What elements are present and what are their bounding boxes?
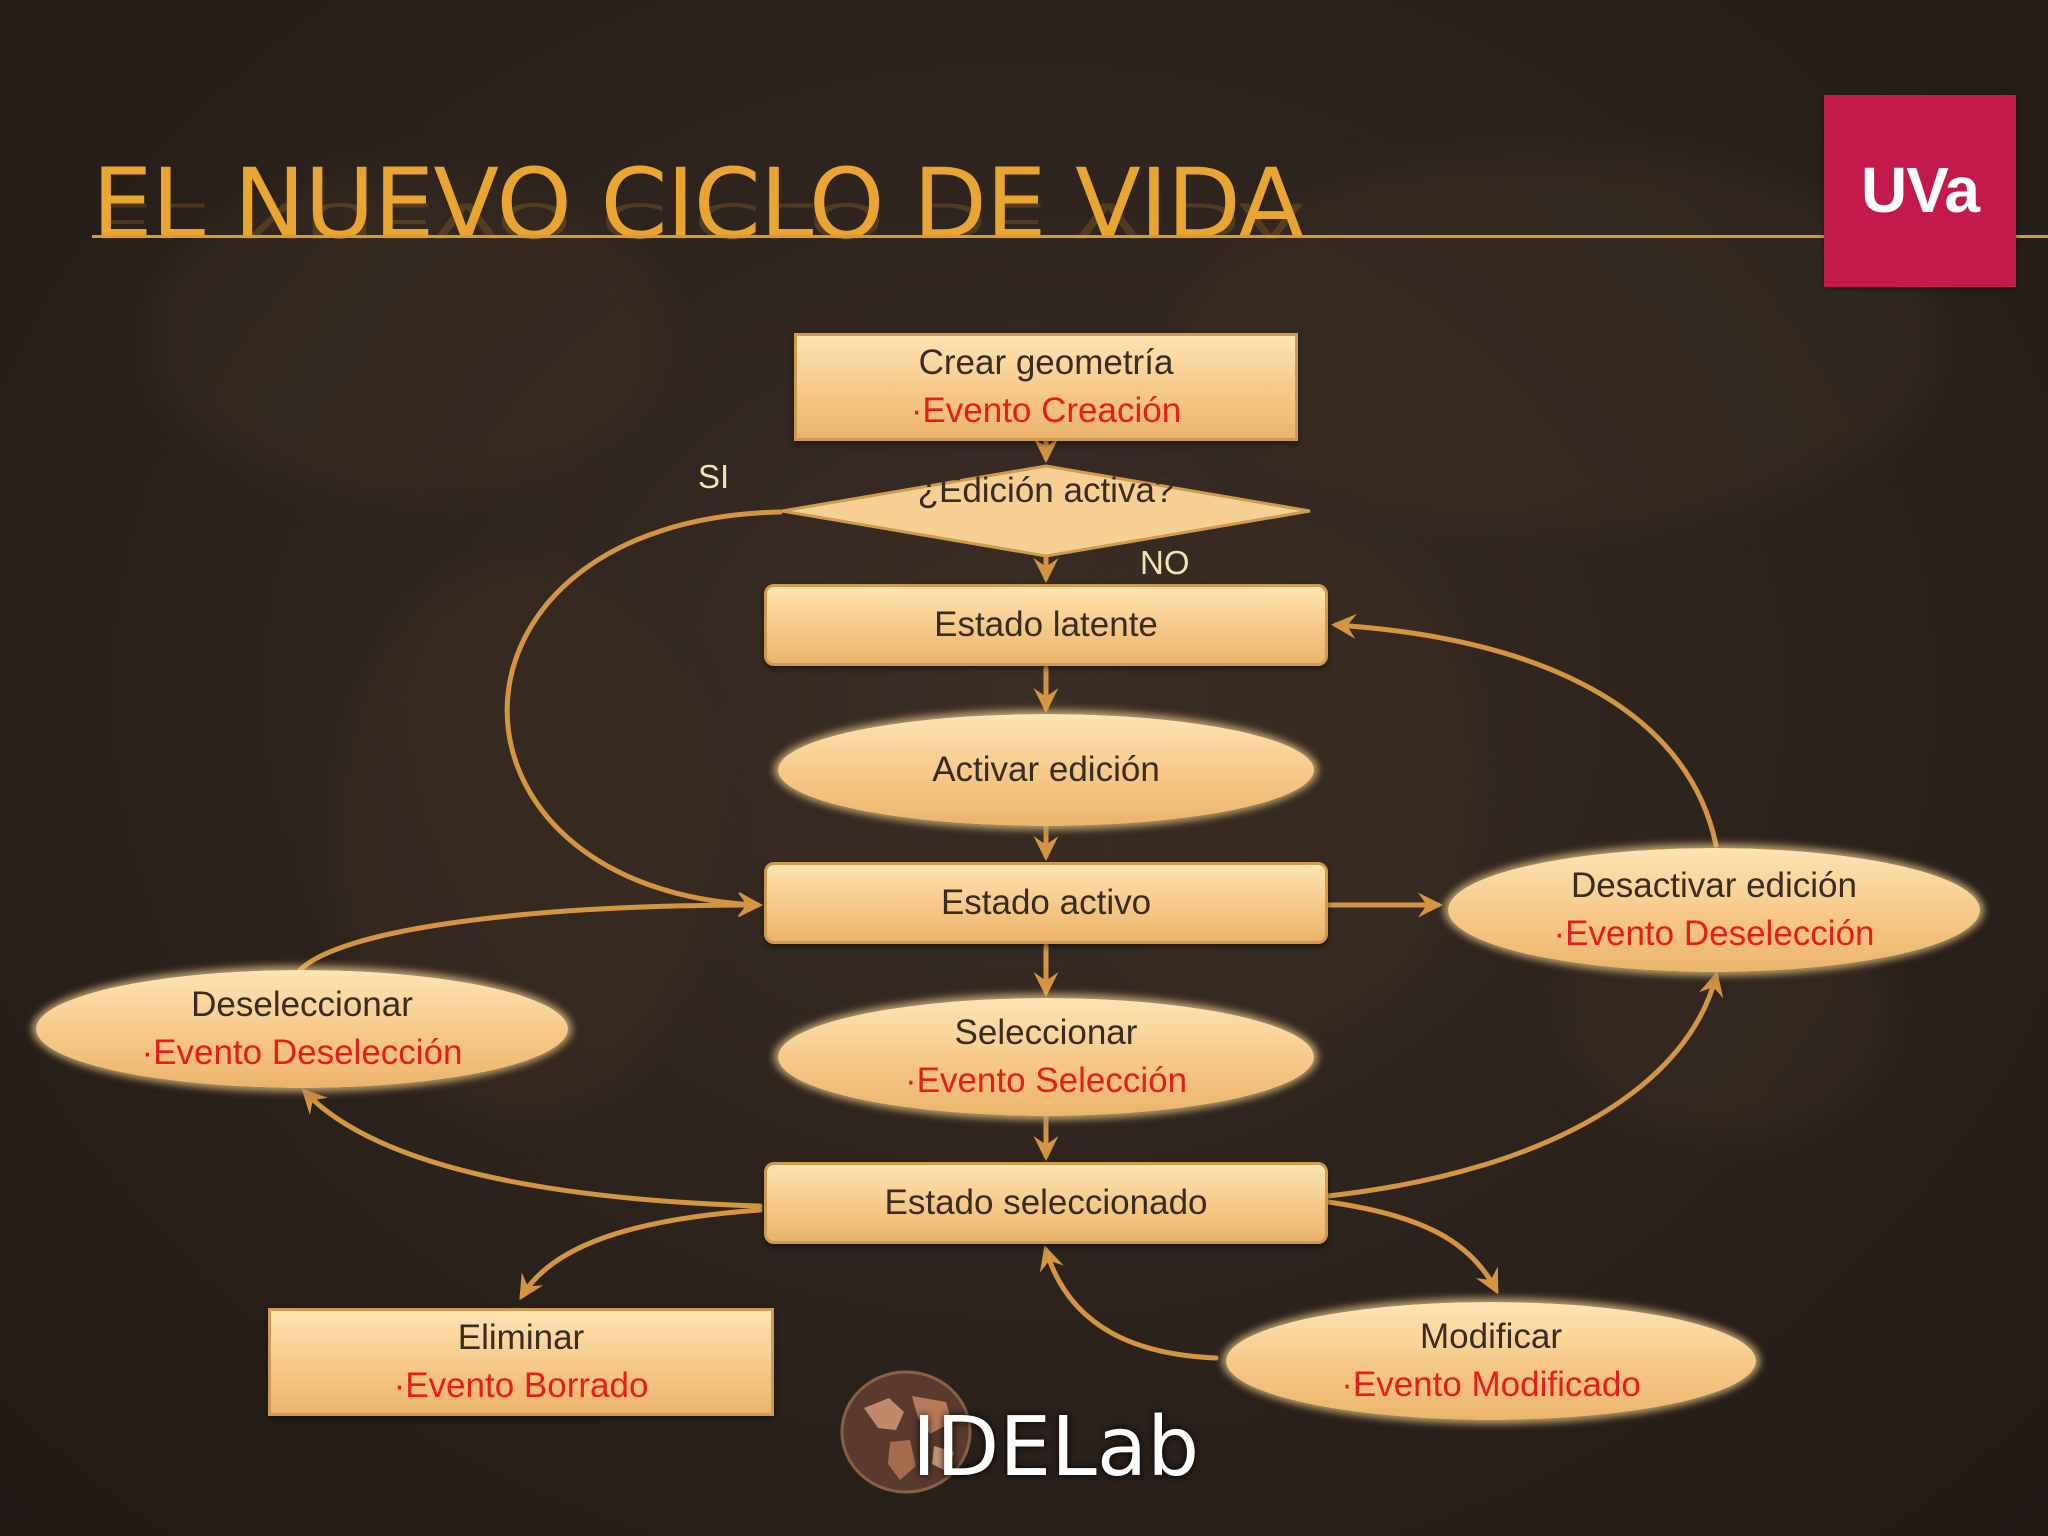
node-title: Desactivar edición: [1571, 865, 1857, 905]
node-title: Estado activo: [940, 882, 1152, 922]
arrow-seleccionado-to-eliminar: [519, 1207, 763, 1301]
node-event: ·Evento Selección: [904, 1061, 1188, 1100]
flow-label-si: SI: [698, 458, 730, 495]
arrow-seleccionado-to-desactivar: [1325, 971, 1724, 1199]
arrow-deseleccionar-to-activo: [297, 892, 763, 973]
decision-diamond: [781, 464, 1311, 558]
node-title: Crear geometría: [918, 342, 1174, 382]
node-title: Eliminar: [457, 1317, 585, 1357]
arrow-seleccionado-to-modificar: [1325, 1199, 1499, 1295]
node-event: ·Evento Deselección: [1553, 914, 1875, 953]
node-title: Modificar: [1420, 1316, 1562, 1356]
node-event: ·Evento Modificado: [1341, 1365, 1641, 1404]
node-event: ·Evento Borrado: [393, 1366, 649, 1405]
node-title: Activar edición: [932, 749, 1160, 789]
node-deseleccionar: Deseleccionar ·Evento Deselección: [36, 970, 568, 1088]
node-eliminar: Eliminar ·Evento Borrado: [268, 1308, 774, 1416]
node-activar-edicion: Activar edición: [778, 714, 1314, 826]
title-underline: [92, 235, 2048, 238]
node-seleccionar: Seleccionar ·Evento Selección: [778, 998, 1314, 1116]
uva-logo: UVa: [1824, 95, 2016, 287]
decision-edicion-activa-label: ¿Edición activa?: [917, 471, 1175, 510]
node-estado-seleccionado: Estado seleccionado: [764, 1162, 1328, 1244]
idelab-globe-logo: [840, 1370, 972, 1494]
node-modificar: Modificar ·Evento Modificado: [1226, 1302, 1756, 1420]
arrow-decision-si-to-activo: [504, 509, 783, 917]
world-map-background: [1180, 150, 1940, 530]
arrow-modificar-to-seleccionado: [1039, 1245, 1219, 1361]
arrow-desactivar-to-latente: [1331, 613, 1719, 848]
node-event: ·Evento Deselección: [141, 1033, 463, 1072]
uva-logo-text: UVa: [1861, 154, 1980, 226]
node-estado-latente: Estado latente: [764, 584, 1328, 666]
node-desactivar-edicion: Desactivar edición ·Evento Deselección: [1448, 848, 1980, 972]
node-title: Estado seleccionado: [884, 1182, 1208, 1222]
slide-title: EL NUEVO CICLO DE VIDA: [92, 148, 1304, 260]
node-estado-activo: Estado activo: [764, 862, 1328, 944]
idelab-logo-text: IDELab: [912, 1400, 1200, 1495]
flow-label-no: NO: [1140, 544, 1190, 581]
node-title: Estado latente: [934, 604, 1158, 644]
world-map-background: [150, 170, 670, 500]
arrow-seleccionado-to-deseleccionar: [301, 1088, 763, 1209]
node-title: Seleccionar: [954, 1012, 1138, 1052]
node-crear-geometria: Crear geometría ·Evento Creación: [794, 333, 1298, 441]
node-title: Deseleccionar: [191, 984, 413, 1024]
node-event: ·Evento Creación: [910, 391, 1182, 430]
